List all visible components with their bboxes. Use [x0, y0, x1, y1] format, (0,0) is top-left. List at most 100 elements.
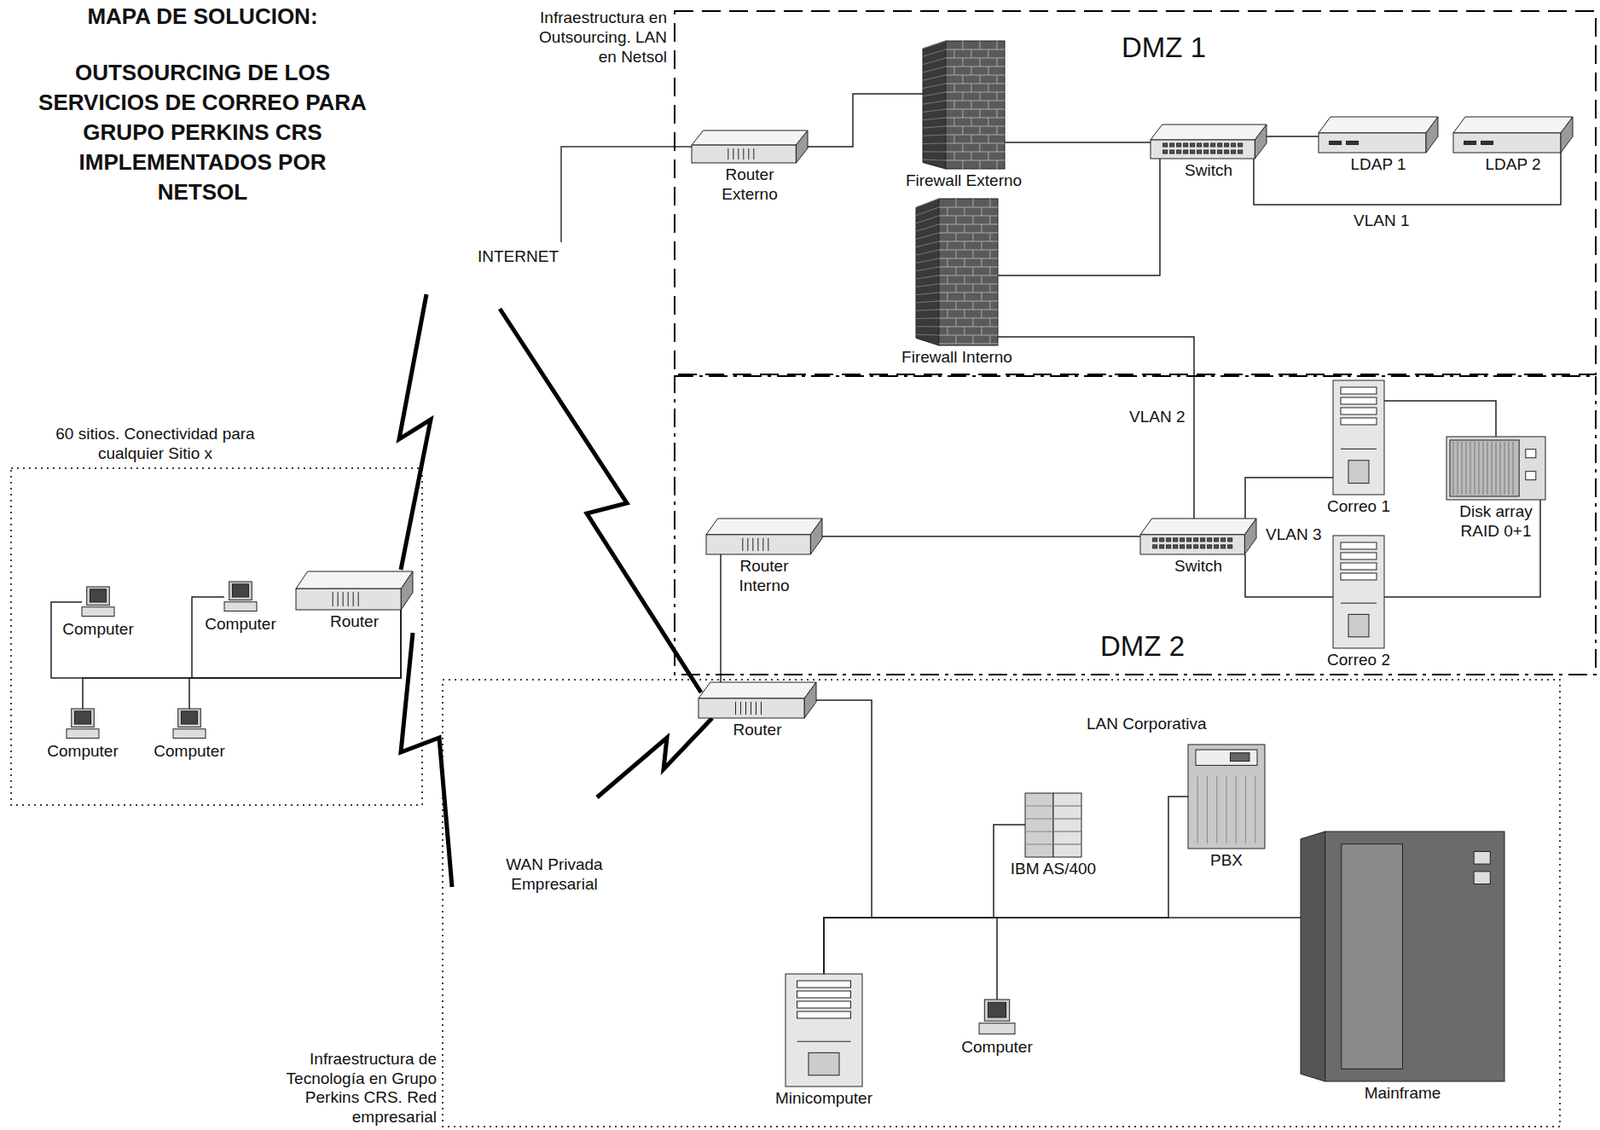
icon-detail	[742, 538, 743, 551]
icon-detail	[915, 284, 940, 287]
icon-detail	[972, 249, 974, 259]
icon-detail	[915, 318, 940, 320]
zone-title: DMZ 2	[1100, 629, 1185, 664]
device-label: Computer	[46, 742, 118, 762]
icon-detail	[946, 275, 948, 285]
network-link	[997, 158, 1160, 276]
lightning-link	[597, 718, 713, 798]
icon-part	[1211, 150, 1216, 154]
icon-part	[1340, 407, 1377, 415]
device-icon	[1333, 535, 1385, 649]
icon-part	[1170, 143, 1175, 147]
device-label: Switch	[1184, 161, 1233, 181]
device-node: Mainframe	[1300, 831, 1505, 1082]
icon-detail	[996, 143, 998, 152]
lightning-link	[400, 632, 453, 887]
icon-detail	[955, 318, 957, 327]
icon-detail	[996, 57, 998, 67]
device-icon	[295, 571, 413, 610]
icon-detail	[970, 151, 972, 161]
icon-part	[1224, 143, 1229, 147]
icon-part	[1244, 518, 1257, 555]
icon-part	[1150, 124, 1267, 140]
icon-part	[1150, 139, 1255, 159]
icon-part	[295, 588, 401, 610]
icon-detail	[939, 343, 998, 345]
icon-part	[1180, 544, 1185, 549]
icon-part	[1340, 562, 1377, 570]
device-node: Router	[295, 571, 413, 610]
icon-part	[1187, 538, 1192, 542]
icon-detail	[1487, 441, 1489, 495]
device-icon	[1025, 793, 1082, 858]
icon-part	[1228, 544, 1233, 549]
icon-detail	[987, 100, 989, 110]
icon-detail	[963, 258, 965, 267]
device-icon	[66, 708, 99, 740]
icon-detail	[1508, 441, 1510, 495]
icon-part	[66, 729, 99, 739]
icon-part	[1333, 380, 1385, 495]
icon-detail	[979, 160, 980, 169]
icon-detail	[987, 134, 989, 144]
icon-part	[1446, 436, 1546, 500]
device-node: Router	[698, 682, 817, 719]
lightning-link	[399, 294, 431, 570]
icon-detail	[735, 701, 737, 715]
icon-part	[797, 980, 852, 988]
icon-detail	[980, 275, 982, 285]
icon-part	[979, 1023, 1015, 1035]
icon-detail	[1053, 831, 1082, 833]
icon-part	[1340, 542, 1377, 550]
icon-detail	[980, 241, 982, 250]
network-link	[823, 824, 1026, 974]
icon-detail	[946, 207, 948, 216]
device-node: Firewall Interno	[915, 198, 998, 346]
device-icon	[224, 581, 257, 613]
device-node: Computer	[66, 708, 99, 740]
icon-part	[1163, 143, 1168, 147]
icon-detail	[953, 49, 955, 58]
icon-detail	[946, 258, 948, 267]
diagram-title: MAPA DE SOLUCION:	[34, 3, 372, 30]
icon-part	[1204, 143, 1209, 147]
device-icon	[979, 999, 1015, 1036]
network-link	[1384, 499, 1541, 598]
device-icon	[81, 586, 115, 618]
icon-part	[810, 518, 823, 555]
icon-detail	[1025, 805, 1054, 807]
icon-detail	[915, 301, 940, 303]
icon-detail	[972, 266, 974, 276]
icon-part	[1188, 744, 1265, 849]
icon-part	[797, 1011, 852, 1019]
icon-detail	[963, 309, 965, 319]
icon-detail	[358, 591, 360, 607]
icon-part	[984, 999, 1009, 1021]
icon-part	[795, 130, 808, 163]
device-node: Computer	[173, 708, 206, 740]
icon-detail	[737, 148, 739, 160]
icon-detail	[996, 126, 998, 135]
device-icon	[706, 518, 823, 555]
device-label: IBM AS/400	[1010, 859, 1096, 880]
icon-detail	[915, 292, 940, 296]
icon-part	[71, 708, 95, 728]
icon-part	[1254, 124, 1267, 159]
icon-part	[785, 973, 863, 1087]
device-label: LDAP 1	[1350, 155, 1406, 175]
icon-part	[1318, 133, 1427, 153]
device-node: Correo 1	[1333, 380, 1385, 495]
icon-part	[1449, 440, 1519, 497]
icon-part	[797, 1001, 852, 1009]
icon-detail	[1474, 441, 1476, 495]
network-link	[822, 535, 1141, 538]
icon-part	[1473, 871, 1490, 885]
icon-part	[1214, 538, 1219, 542]
icon-part	[1340, 552, 1377, 560]
device-label: Switch	[1174, 556, 1223, 577]
icon-part	[1166, 538, 1172, 542]
icon-part	[698, 698, 805, 719]
icon-detail	[762, 538, 764, 551]
icon-detail	[955, 335, 957, 344]
